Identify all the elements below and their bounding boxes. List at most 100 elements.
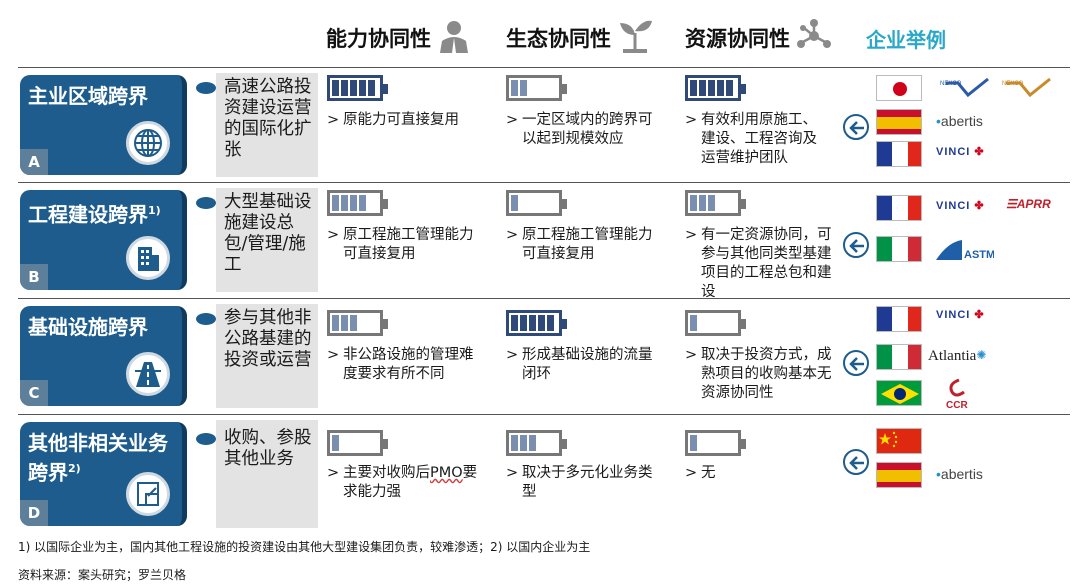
battery-cell: [690, 435, 697, 451]
header-capability: 能力协同性: [326, 20, 471, 56]
description-shade: [216, 420, 318, 528]
category-card-d: 其他非相关业务跨界2) D: [20, 422, 187, 526]
battery-cell: [690, 315, 697, 331]
battery-cell: [708, 315, 715, 331]
header-resource: 资源协同性: [685, 18, 832, 58]
category-letter: B: [20, 264, 48, 290]
battery-cell: [350, 315, 357, 331]
battery-cell: [341, 435, 348, 451]
battery-cell: [726, 315, 733, 331]
battery-cell: [708, 80, 715, 96]
arrow-left-icon: [843, 449, 869, 475]
battery-cell: [547, 435, 554, 451]
nexco-logo-icon: NEXCO: [938, 77, 994, 106]
ccr-logo-label: CCR: [946, 400, 968, 410]
row-divider: [18, 67, 1070, 68]
battery-cell: [511, 195, 518, 211]
battery-capability: [327, 75, 388, 101]
battery-cell: [538, 315, 545, 331]
battery-cell: [359, 195, 366, 211]
battery-cell: [368, 195, 375, 211]
battery-cell: [520, 80, 527, 96]
flag-france-icon: [876, 141, 922, 167]
battery-ecology: [506, 190, 567, 216]
category-title: 主业区域跨界: [28, 84, 148, 108]
battery-cell: [726, 195, 733, 211]
category-letter: C: [20, 380, 48, 406]
building-icon: [126, 236, 170, 280]
battery-cell: [699, 80, 706, 96]
category-card-a: 主业区域跨界 A: [20, 75, 187, 175]
bullet-dot: [196, 82, 216, 94]
battery-cell: [332, 195, 339, 211]
flag-italy-icon: [876, 344, 922, 370]
battery-cell: [511, 80, 518, 96]
battery-cell: [332, 80, 339, 96]
header-ecology-label: 生态协同性: [506, 27, 611, 51]
flag-italy-icon: [876, 236, 922, 262]
source-note: 资料来源：案头研究；罗兰贝格: [18, 568, 187, 582]
category-title: 基础设施跨界: [28, 315, 148, 339]
atlantia-logo: Atlantia✺: [928, 348, 987, 364]
description-shade: [216, 188, 318, 292]
battery-cell: [520, 435, 527, 451]
battery-resource: [685, 190, 746, 216]
astm-logo-label: ASTM: [964, 249, 994, 261]
battery-cell: [350, 80, 357, 96]
battery-cell: [368, 435, 375, 451]
battery-cell: [529, 195, 536, 211]
category-card-c: 基础设施跨界 C: [20, 306, 187, 406]
battery-cell: [359, 80, 366, 96]
battery-cell: [520, 315, 527, 331]
battery-cell: [538, 80, 545, 96]
flag-spain-icon: [876, 109, 922, 135]
battery-cell: [717, 315, 724, 331]
battery-capability: [327, 430, 388, 456]
battery-cell: [717, 80, 724, 96]
battery-cell: [511, 435, 518, 451]
flag-spain-icon: [876, 462, 922, 488]
category-letter: D: [20, 500, 48, 526]
battery-cell: [511, 315, 518, 331]
bullet-dot: [196, 313, 216, 325]
battery-ecology: [506, 75, 567, 101]
battery-cell: [359, 315, 366, 331]
header-resource-label: 资源协同性: [685, 27, 790, 51]
flag-france-icon: [876, 195, 922, 221]
ccr-logo: CCR: [944, 378, 974, 415]
flag-brazil-icon: [876, 380, 922, 406]
row-divider: [18, 298, 1070, 299]
battery-capability: [327, 310, 388, 336]
battery-cell: [726, 80, 733, 96]
battery-resource: [685, 310, 746, 336]
category-title: 工程建设跨界1): [28, 202, 161, 227]
battery-cell: [529, 435, 536, 451]
battery-ecology: [506, 430, 567, 456]
nexco-logo-icon: NEXCO: [1000, 77, 1056, 106]
battery-cell: [368, 315, 375, 331]
battery-cell: [717, 435, 724, 451]
bullet-dot: [196, 197, 216, 209]
battery-cell: [547, 80, 554, 96]
row-divider: [18, 414, 1070, 415]
sprout-icon: [617, 19, 653, 58]
network-icon: [796, 18, 832, 58]
battery-cell: [529, 80, 536, 96]
abertis-logo: •abertis: [936, 113, 983, 129]
description-shade: [216, 304, 318, 408]
battery-cell: [368, 80, 375, 96]
svg-text:NEXCO: NEXCO: [940, 81, 962, 87]
battery-cell: [690, 80, 697, 96]
svg-text:NEXCO: NEXCO: [1002, 81, 1024, 87]
battery-cell: [350, 435, 357, 451]
arrow-left-icon: [843, 350, 869, 376]
battery-cell: [359, 435, 366, 451]
battery-cell: [520, 195, 527, 211]
battery-cell: [341, 195, 348, 211]
footnote: 1) 以国际企业为主，国内其他工程设施的投资建设由其他大型建设集团负责，较难渗透…: [18, 540, 591, 554]
astm-logo: ASTM: [934, 236, 995, 267]
battery-cell: [350, 195, 357, 211]
battery-cell: [341, 315, 348, 331]
battery-cell: [332, 435, 339, 451]
header-ecology: 生态协同性: [506, 20, 653, 56]
